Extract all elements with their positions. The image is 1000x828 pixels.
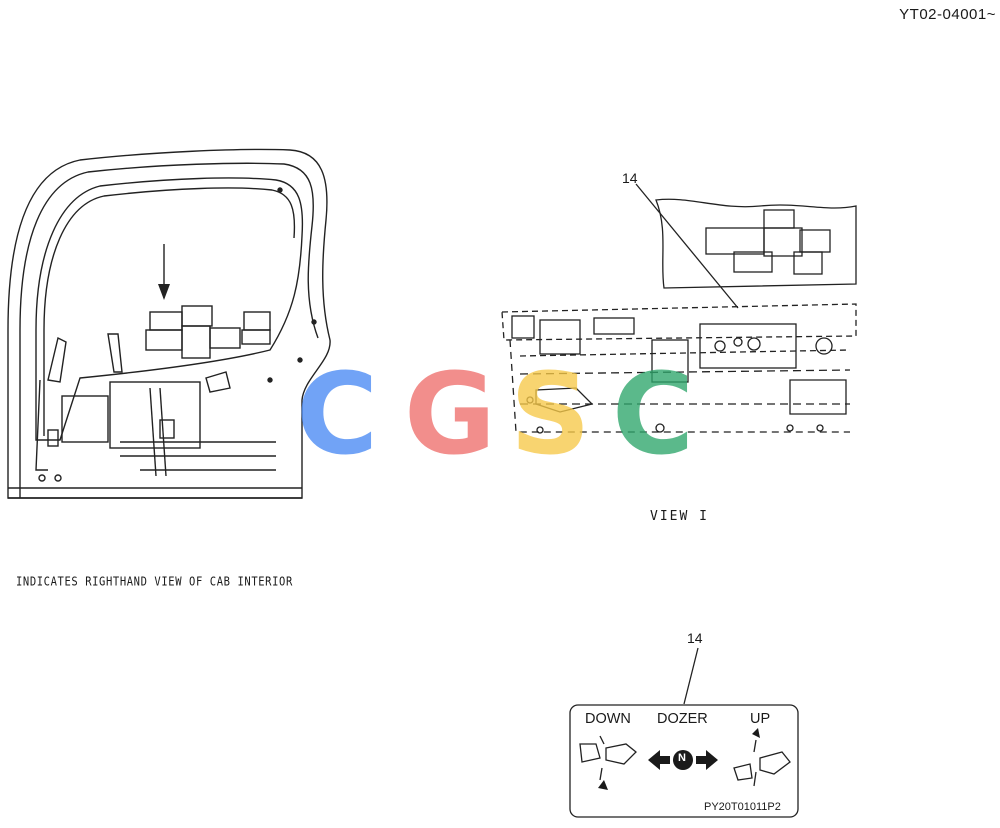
dozer-decal-drawing bbox=[569, 647, 799, 818]
callout-number-bottom: 14 bbox=[687, 630, 703, 646]
view-i-drawing bbox=[501, 183, 857, 434]
decal-neutral-label: N bbox=[678, 752, 686, 764]
decal-part-code: PY20T01011P2 bbox=[704, 801, 781, 813]
neutral-circle bbox=[673, 750, 693, 770]
decal-border bbox=[569, 704, 799, 818]
decal-dozer-label: DOZER bbox=[657, 711, 708, 727]
callout-number-top: 14 bbox=[622, 170, 638, 186]
decal-leader-line bbox=[683, 647, 699, 705]
decal-down-label: DOWN bbox=[585, 711, 631, 727]
watermark-letter-3: S bbox=[510, 350, 591, 480]
watermark-letter-4: C bbox=[612, 350, 695, 480]
watermark-letter-2: G bbox=[404, 350, 496, 480]
decal-up-label: UP bbox=[750, 711, 771, 727]
pointer-arrowhead bbox=[158, 284, 170, 300]
document-serial: YT02-04001~ bbox=[899, 6, 996, 23]
dozer-decal-symbols bbox=[598, 728, 760, 790]
arrow-left-icon bbox=[648, 750, 670, 770]
arrow-right-icon bbox=[696, 750, 718, 770]
cab-interior-drawing bbox=[7, 148, 331, 499]
figure-caption: INDICATES RIGHTHAND VIEW OF CAB INTERIOR bbox=[16, 575, 293, 589]
watermark-letter-1: C bbox=[296, 350, 379, 480]
view-label: VIEW I bbox=[650, 509, 709, 524]
watermark: C G S C bbox=[296, 350, 716, 480]
